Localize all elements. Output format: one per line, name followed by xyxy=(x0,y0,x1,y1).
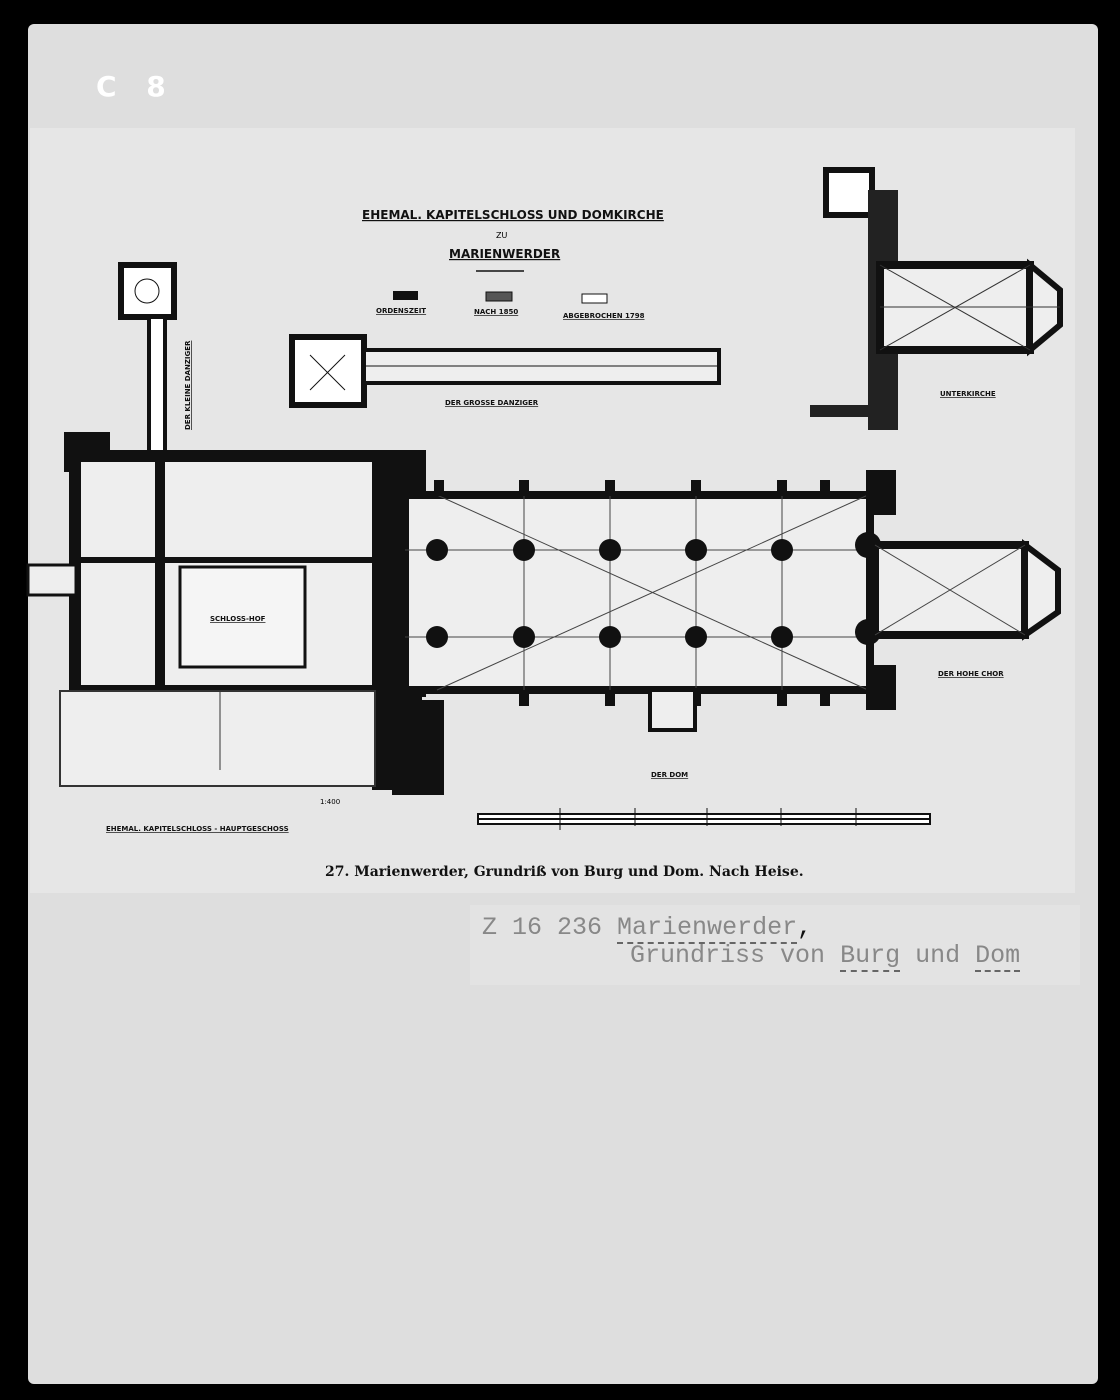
plan-title-in: ZU xyxy=(496,231,507,240)
plan-title-place: MARIENWERDER xyxy=(449,247,560,261)
label-unterkirche: UNTERKIRCHE xyxy=(940,390,996,398)
unterkirche-plan xyxy=(810,167,1063,430)
label-scale-ratio: 1:400 xyxy=(320,798,340,806)
legend-label: NACH 1850 xyxy=(474,308,518,316)
legend-label: ORDENSZEIT xyxy=(376,307,426,315)
legend-swatch-abgebrochen xyxy=(581,293,608,304)
burg-word: Burg xyxy=(840,941,901,972)
cathedral-plan xyxy=(401,470,1061,732)
plan-title: EHEMAL. KAPITELSCHLOSS UND DOMKIRCHE xyxy=(362,208,664,222)
label-dom: DER DOM xyxy=(651,771,688,779)
comma: , xyxy=(797,913,813,942)
dom-word: Dom xyxy=(975,941,1021,972)
und-word: und xyxy=(915,941,961,970)
label-hauptgeschoss: EHEMAL. KAPITELSCHLOSS - HAUPTGESCHOSS xyxy=(106,825,289,833)
catalog-number: Z 16 236 xyxy=(482,913,603,942)
legend-swatch-nach1850 xyxy=(485,291,513,302)
figure-caption: 27. Marienwerder, Grundriß von Burg und … xyxy=(325,864,804,880)
label-kleine-danziger: DER KLEINE DANZIGER xyxy=(184,340,192,430)
scale-bar xyxy=(477,808,931,830)
card-code: C 8 xyxy=(96,70,176,103)
label-hohe-chor: DER HOHE CHOR xyxy=(938,670,1004,678)
kleine-danziger-plan xyxy=(118,262,177,454)
legend-swatch-ordenszeit xyxy=(393,291,418,300)
label-grosse-danziger: DER GROSSE DANZIGER xyxy=(445,399,539,407)
legend-label: ABGEBROCHEN 1798 xyxy=(563,312,645,320)
castle-plan xyxy=(26,432,444,795)
desc-prefix: Grundriss von xyxy=(630,941,826,970)
place-name: Marienwerder xyxy=(617,913,798,944)
label-schlosshof: SCHLOSS-HOF xyxy=(210,615,266,623)
typed-label: Z 16 236 Marienwerder, Grundriss von Bur… xyxy=(470,905,1080,985)
grosse-danziger-plan xyxy=(289,334,721,408)
